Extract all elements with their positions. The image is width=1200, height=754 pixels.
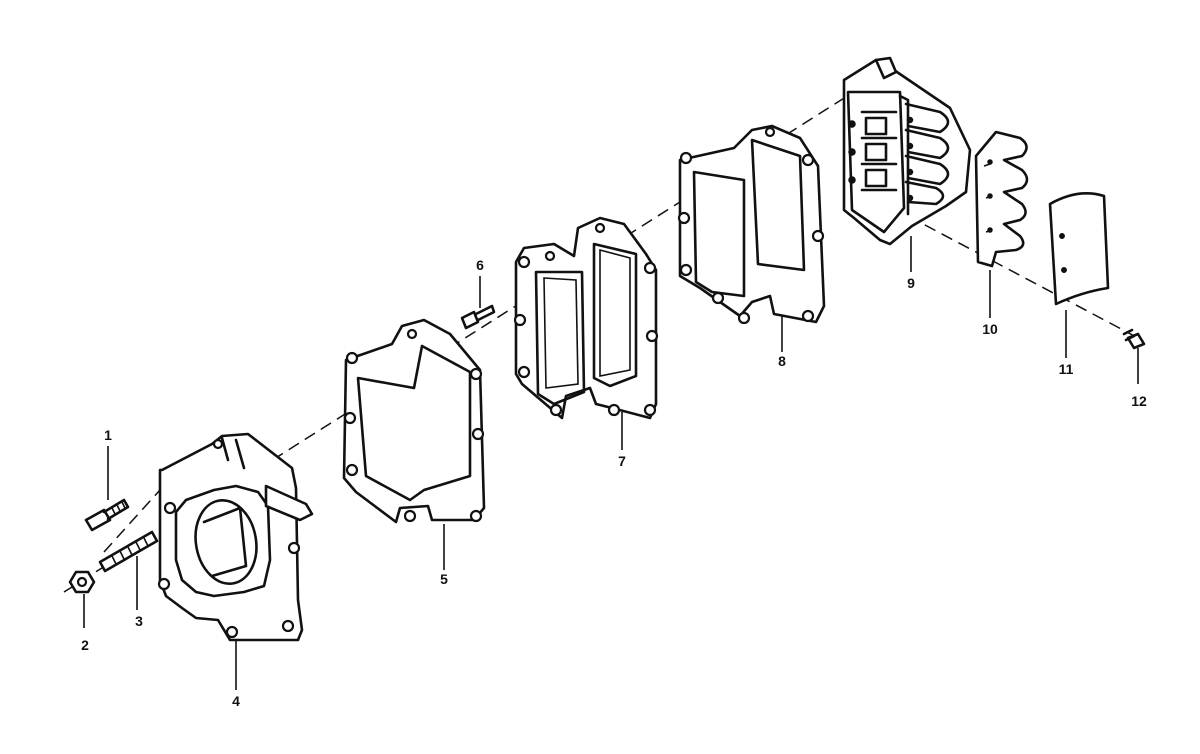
callout-5: 5 — [440, 571, 448, 587]
part-12-screw — [1122, 328, 1146, 350]
callout-8: 8 — [778, 353, 786, 369]
part-8-gasket — [677, 124, 826, 325]
callout-3: 3 — [135, 613, 143, 629]
part-7-plate — [513, 216, 659, 420]
part-11-reed-stop — [1048, 192, 1110, 306]
callout-6: 6 — [476, 257, 484, 273]
part-6-screw — [460, 304, 496, 330]
part-2-nut — [68, 570, 96, 594]
leader-lines — [83, 236, 1139, 690]
part-3-stud — [98, 530, 159, 573]
callout-1: 1 — [104, 427, 112, 443]
part-9-reed-block — [842, 56, 972, 246]
callout-4: 4 — [232, 693, 240, 709]
callout-2: 2 — [81, 637, 89, 653]
part-5-gasket — [342, 318, 486, 524]
part-10-reed-petals — [974, 130, 1029, 268]
callout-12: 12 — [1131, 393, 1147, 409]
callout-11: 11 — [1059, 361, 1074, 377]
callout-labels: 1 2 3 4 5 6 7 8 9 10 11 12 — [81, 257, 1147, 709]
part-1-screw — [84, 498, 130, 532]
callout-7: 7 — [618, 453, 626, 469]
callout-9: 9 — [907, 275, 915, 291]
part-4-housing — [157, 432, 314, 642]
callout-10: 10 — [982, 321, 998, 337]
